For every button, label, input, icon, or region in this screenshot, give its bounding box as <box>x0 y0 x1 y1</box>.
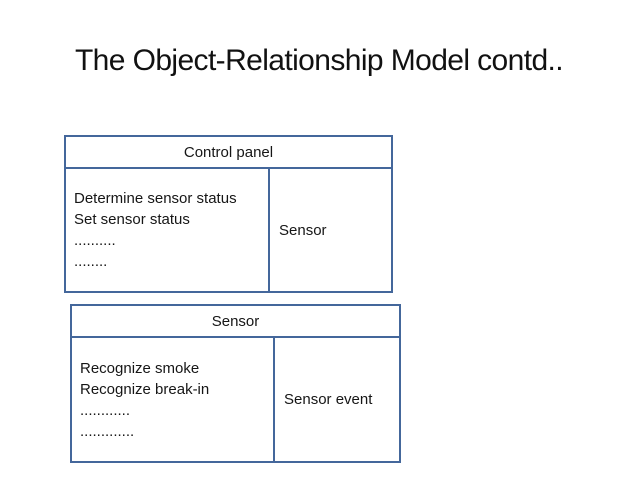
operations-cell: Determine sensor status Set sensor statu… <box>66 169 270 291</box>
related-object-cell: Sensor event <box>284 391 373 408</box>
slide-title: The Object-Relationship Model contd.. <box>74 44 564 77</box>
class-box-title: Sensor <box>72 306 399 338</box>
class-box-body: Recognize smoke Recognize break-in .....… <box>72 338 399 461</box>
related-object-cell: Sensor <box>279 221 327 239</box>
operation-line: Set sensor status <box>74 211 190 228</box>
operation-line: Recognize smoke <box>80 359 200 377</box>
class-box-title: Control panel <box>66 137 391 169</box>
operation-line: ........ <box>74 253 108 270</box>
operation-line: Determine sensor status <box>74 190 237 207</box>
operation-line: ............ <box>80 401 131 419</box>
operations-cell: Recognize smoke Recognize break-in .....… <box>72 338 275 461</box>
class-box-control-panel: Control panel Determine sensor status Se… <box>64 135 393 293</box>
operation-line: Recognize break-in <box>80 380 210 398</box>
class-box-body: Determine sensor status Set sensor statu… <box>66 169 391 291</box>
operation-line: ............. <box>80 422 135 440</box>
class-box-sensor: Sensor Recognize smoke Recognize break-i… <box>70 304 401 463</box>
operation-line: .......... <box>74 232 116 249</box>
